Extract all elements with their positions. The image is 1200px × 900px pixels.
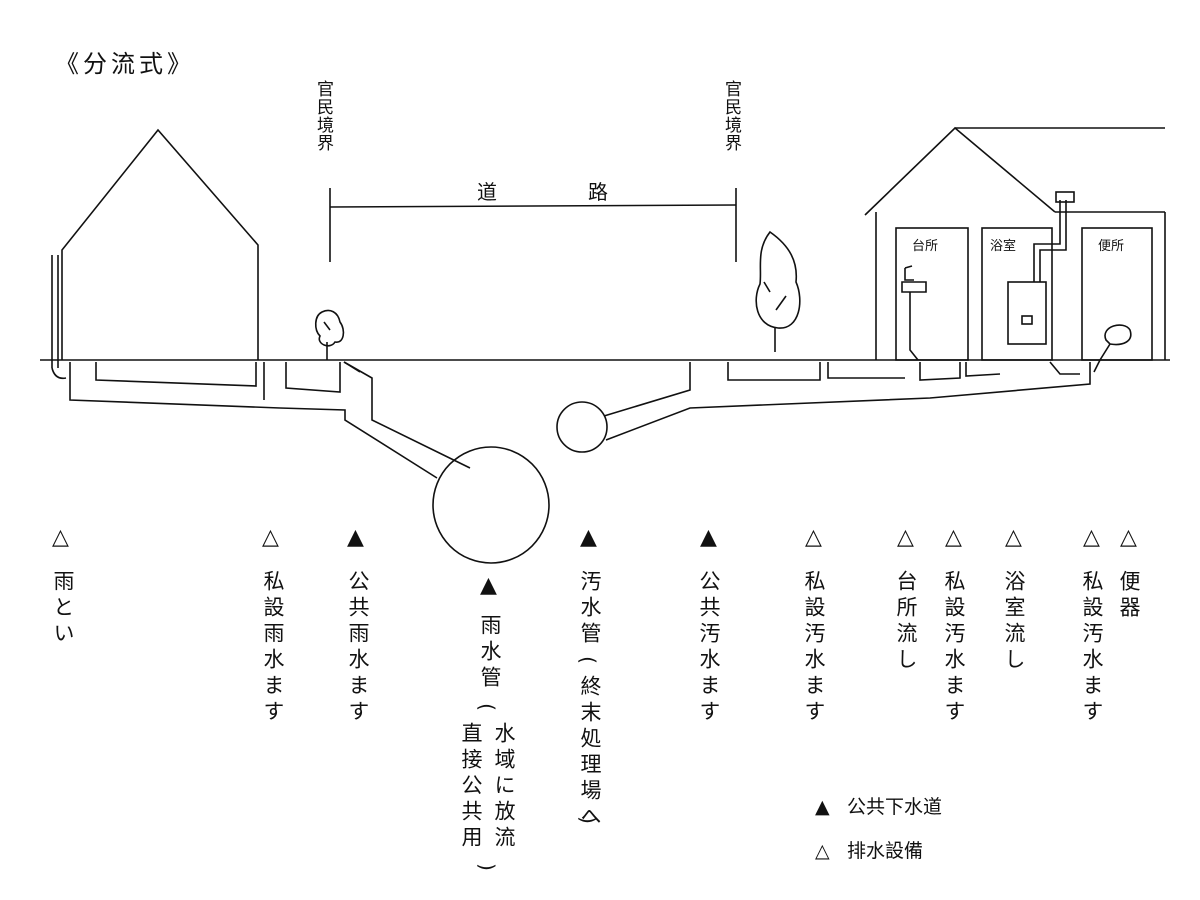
private-mark: △ [945, 525, 962, 550]
rain-pipe-system [69, 361, 550, 564]
room-toilet: 便所 [1098, 239, 1125, 254]
label-toilet-fixture: 便器 [1117, 570, 1141, 622]
label-kitchen-sink: 台所流し [894, 570, 918, 674]
tree-right [755, 230, 801, 352]
room-kitchen: 台所 [912, 239, 939, 254]
legend-private: △ 排水設備 [815, 836, 923, 863]
label-sewage-pipe-note: 終末処理場へ [578, 675, 602, 831]
road-label-char1: 道 [477, 180, 497, 204]
private-mark: △ [1083, 525, 1100, 550]
private-mark: △ [52, 525, 69, 550]
private-mark: △ [1120, 525, 1137, 550]
label-rain-pipe-note-2: 直接公共用 [459, 722, 483, 852]
label-rain-gutter: 雨とい [51, 570, 75, 648]
boundary-label-right: 官民境界 [721, 80, 741, 152]
label-sewage-pipe: 汚水管 [578, 570, 602, 648]
label-public-sewage-basin: 公共汚水ます [697, 570, 721, 726]
public-mark: ▲ [580, 525, 597, 550]
legend-private-symbol: △ [815, 840, 830, 862]
page-title: 《分流式》 [55, 50, 195, 78]
private-mark: △ [262, 525, 279, 550]
label-rain-pipe-note-1: 水域に放流 [492, 722, 516, 852]
legend-public-text: 公共下水道 [847, 796, 943, 818]
label-bath-drain: 浴室流し [1002, 570, 1026, 674]
label-public-rain-basin: 公共雨水ます [346, 570, 370, 726]
sewage-pipe-circle [556, 401, 608, 453]
public-mark: ▲ [347, 525, 364, 550]
road-dimension [329, 188, 737, 262]
legend-public: ▲ 公共下水道 [815, 792, 942, 819]
label-private-rain-basin: 私設雨水ます [261, 570, 285, 726]
road-label-char2: 路 [588, 180, 608, 204]
tree-left [314, 309, 345, 360]
private-mark: △ [897, 525, 914, 550]
label-private-sewage-basin-2: 私設汚水ます [942, 570, 966, 726]
label-private-sewage-basin-3: 私設汚水ます [1080, 570, 1104, 726]
label-rain-pipe: 雨水管 [478, 614, 502, 692]
public-mark: ▲ [700, 525, 717, 550]
label-private-sewage-basin-1: 私設汚水ます [802, 570, 826, 726]
boundary-label-left: 官民境界 [313, 80, 333, 152]
left-house [51, 128, 259, 380]
legend-private-text: 排水設備 [847, 840, 924, 862]
room-bath: 浴室 [990, 239, 1017, 254]
public-mark: ▲ [480, 573, 497, 598]
sewage-pipe-system [556, 361, 1091, 453]
legend-public-symbol: ▲ [815, 796, 830, 818]
private-mark: △ [805, 525, 822, 550]
private-mark: △ [1005, 525, 1022, 550]
rain-pipe-circle [432, 446, 550, 564]
right-house [864, 126, 1166, 373]
